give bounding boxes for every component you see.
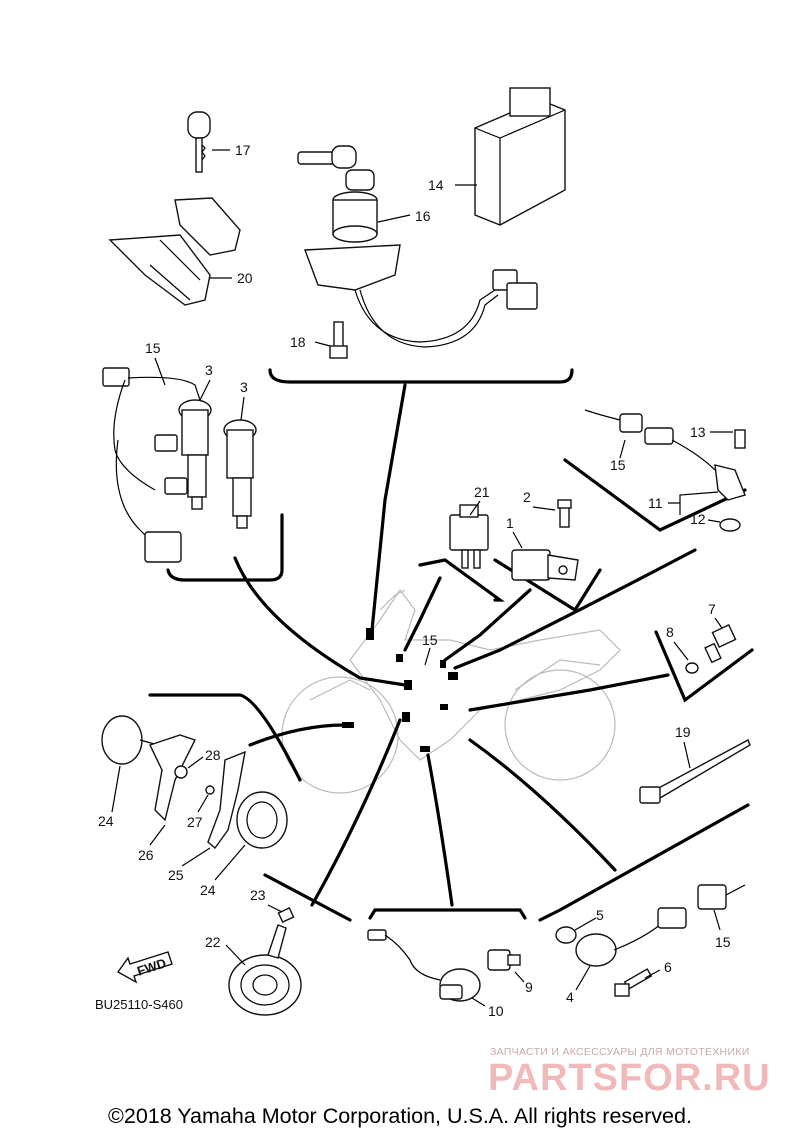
callout-15-bottom: 15 [715, 934, 731, 950]
leader-16 [377, 214, 411, 223]
leader-18 [314, 341, 331, 347]
leader-28 [187, 756, 204, 769]
callout-15-right: 15 [610, 457, 626, 473]
lean-sensor-part [511, 499, 579, 581]
leader-24-right [214, 844, 246, 881]
leader-4 [575, 965, 591, 991]
leader-2 [532, 506, 556, 511]
copyright-text: ©2018 Yamaha Motor Corporation, U.S.A. A… [108, 1104, 692, 1128]
watermark-brand: PARTSFOR.RU [488, 1057, 771, 1099]
leader-15-left [154, 357, 166, 386]
callout-12: 12 [690, 511, 706, 527]
fwd-label: FWD [135, 955, 168, 978]
callout-3-right: 3 [240, 379, 248, 395]
speed-sensor-part [555, 884, 746, 997]
leader-1 [512, 531, 523, 549]
leader-23 [267, 904, 283, 913]
leader-6 [644, 969, 661, 979]
callout-15-center: 15 [422, 632, 438, 648]
callout-5: 5 [596, 907, 604, 923]
location-markers [342, 628, 458, 752]
leader-27 [197, 794, 209, 813]
callout-11: 11 [648, 495, 663, 511]
group-brackets [148, 368, 754, 922]
bolt-part [329, 321, 348, 359]
leader-7 [714, 617, 723, 629]
pressure-sensor-part [367, 929, 521, 1002]
leader-21 [469, 500, 481, 516]
callout-17: 17 [235, 142, 251, 158]
callout-8: 8 [666, 624, 674, 640]
leader-5 [574, 917, 597, 931]
callout-14: 14 [428, 177, 444, 193]
leader-25 [181, 847, 211, 867]
leader-3-left [199, 379, 211, 401]
callout-22: 22 [205, 934, 221, 950]
callout-25: 25 [168, 867, 184, 883]
watermark-subtitle: ЗАПЧАСТИ И АКСЕССУАРЫ ДЛЯ МОТОТЕХНИКИ [490, 1046, 750, 1058]
temp-sensor-part [685, 624, 737, 674]
leader-9 [514, 971, 525, 983]
callout-24-right: 24 [200, 882, 216, 898]
callout-6: 6 [664, 959, 672, 975]
leader-12 [707, 519, 721, 523]
callout-2: 2 [523, 489, 531, 505]
crank-sensor-part [584, 409, 746, 532]
leader-15-bottom [713, 909, 721, 931]
fwd-arrow-icon [116, 951, 173, 984]
ignition-switch-part [297, 145, 538, 348]
callout-13: 13 [690, 424, 706, 440]
motorcycle-outline [281, 588, 621, 794]
callout-3-left: 3 [205, 362, 213, 378]
callout-19: 19 [675, 724, 691, 740]
leader-19 [683, 741, 691, 769]
relay-part [449, 504, 489, 569]
diagram-code: BU25110-S460 [95, 997, 183, 1012]
leader-15-right [619, 439, 626, 459]
callout-21: 21 [474, 484, 490, 500]
leader-22 [225, 944, 246, 966]
callout-28: 28 [205, 747, 221, 763]
callout-9: 9 [525, 979, 533, 995]
leader-8 [673, 641, 689, 661]
callout-4: 4 [566, 989, 574, 1005]
cable-tie-part [639, 739, 751, 804]
callout-26: 26 [138, 847, 154, 863]
leader-26 [149, 824, 166, 846]
callout-1: 1 [506, 515, 514, 531]
leader-10 [471, 997, 486, 1007]
callout-18: 18 [290, 334, 306, 350]
callout-10: 10 [488, 1003, 504, 1019]
callout-15-left: 15 [145, 340, 161, 356]
leader-3-right [240, 396, 245, 421]
callout-7: 7 [708, 601, 716, 617]
callout-23: 23 [250, 887, 266, 903]
horn-part [228, 907, 302, 1016]
leader-15-center [424, 647, 431, 666]
callout-24-left: 24 [98, 813, 114, 829]
callout-16: 16 [415, 208, 431, 224]
callout-27: 27 [187, 814, 203, 830]
horn-bracket-part [101, 715, 288, 850]
ignition-coil-part [102, 367, 257, 563]
cover-bracket-part [108, 197, 241, 306]
leader-11 [668, 491, 719, 515]
key-part [187, 111, 211, 173]
leader-24-left [111, 765, 121, 813]
ecu-part [474, 87, 566, 226]
callout-20: 20 [237, 270, 253, 286]
